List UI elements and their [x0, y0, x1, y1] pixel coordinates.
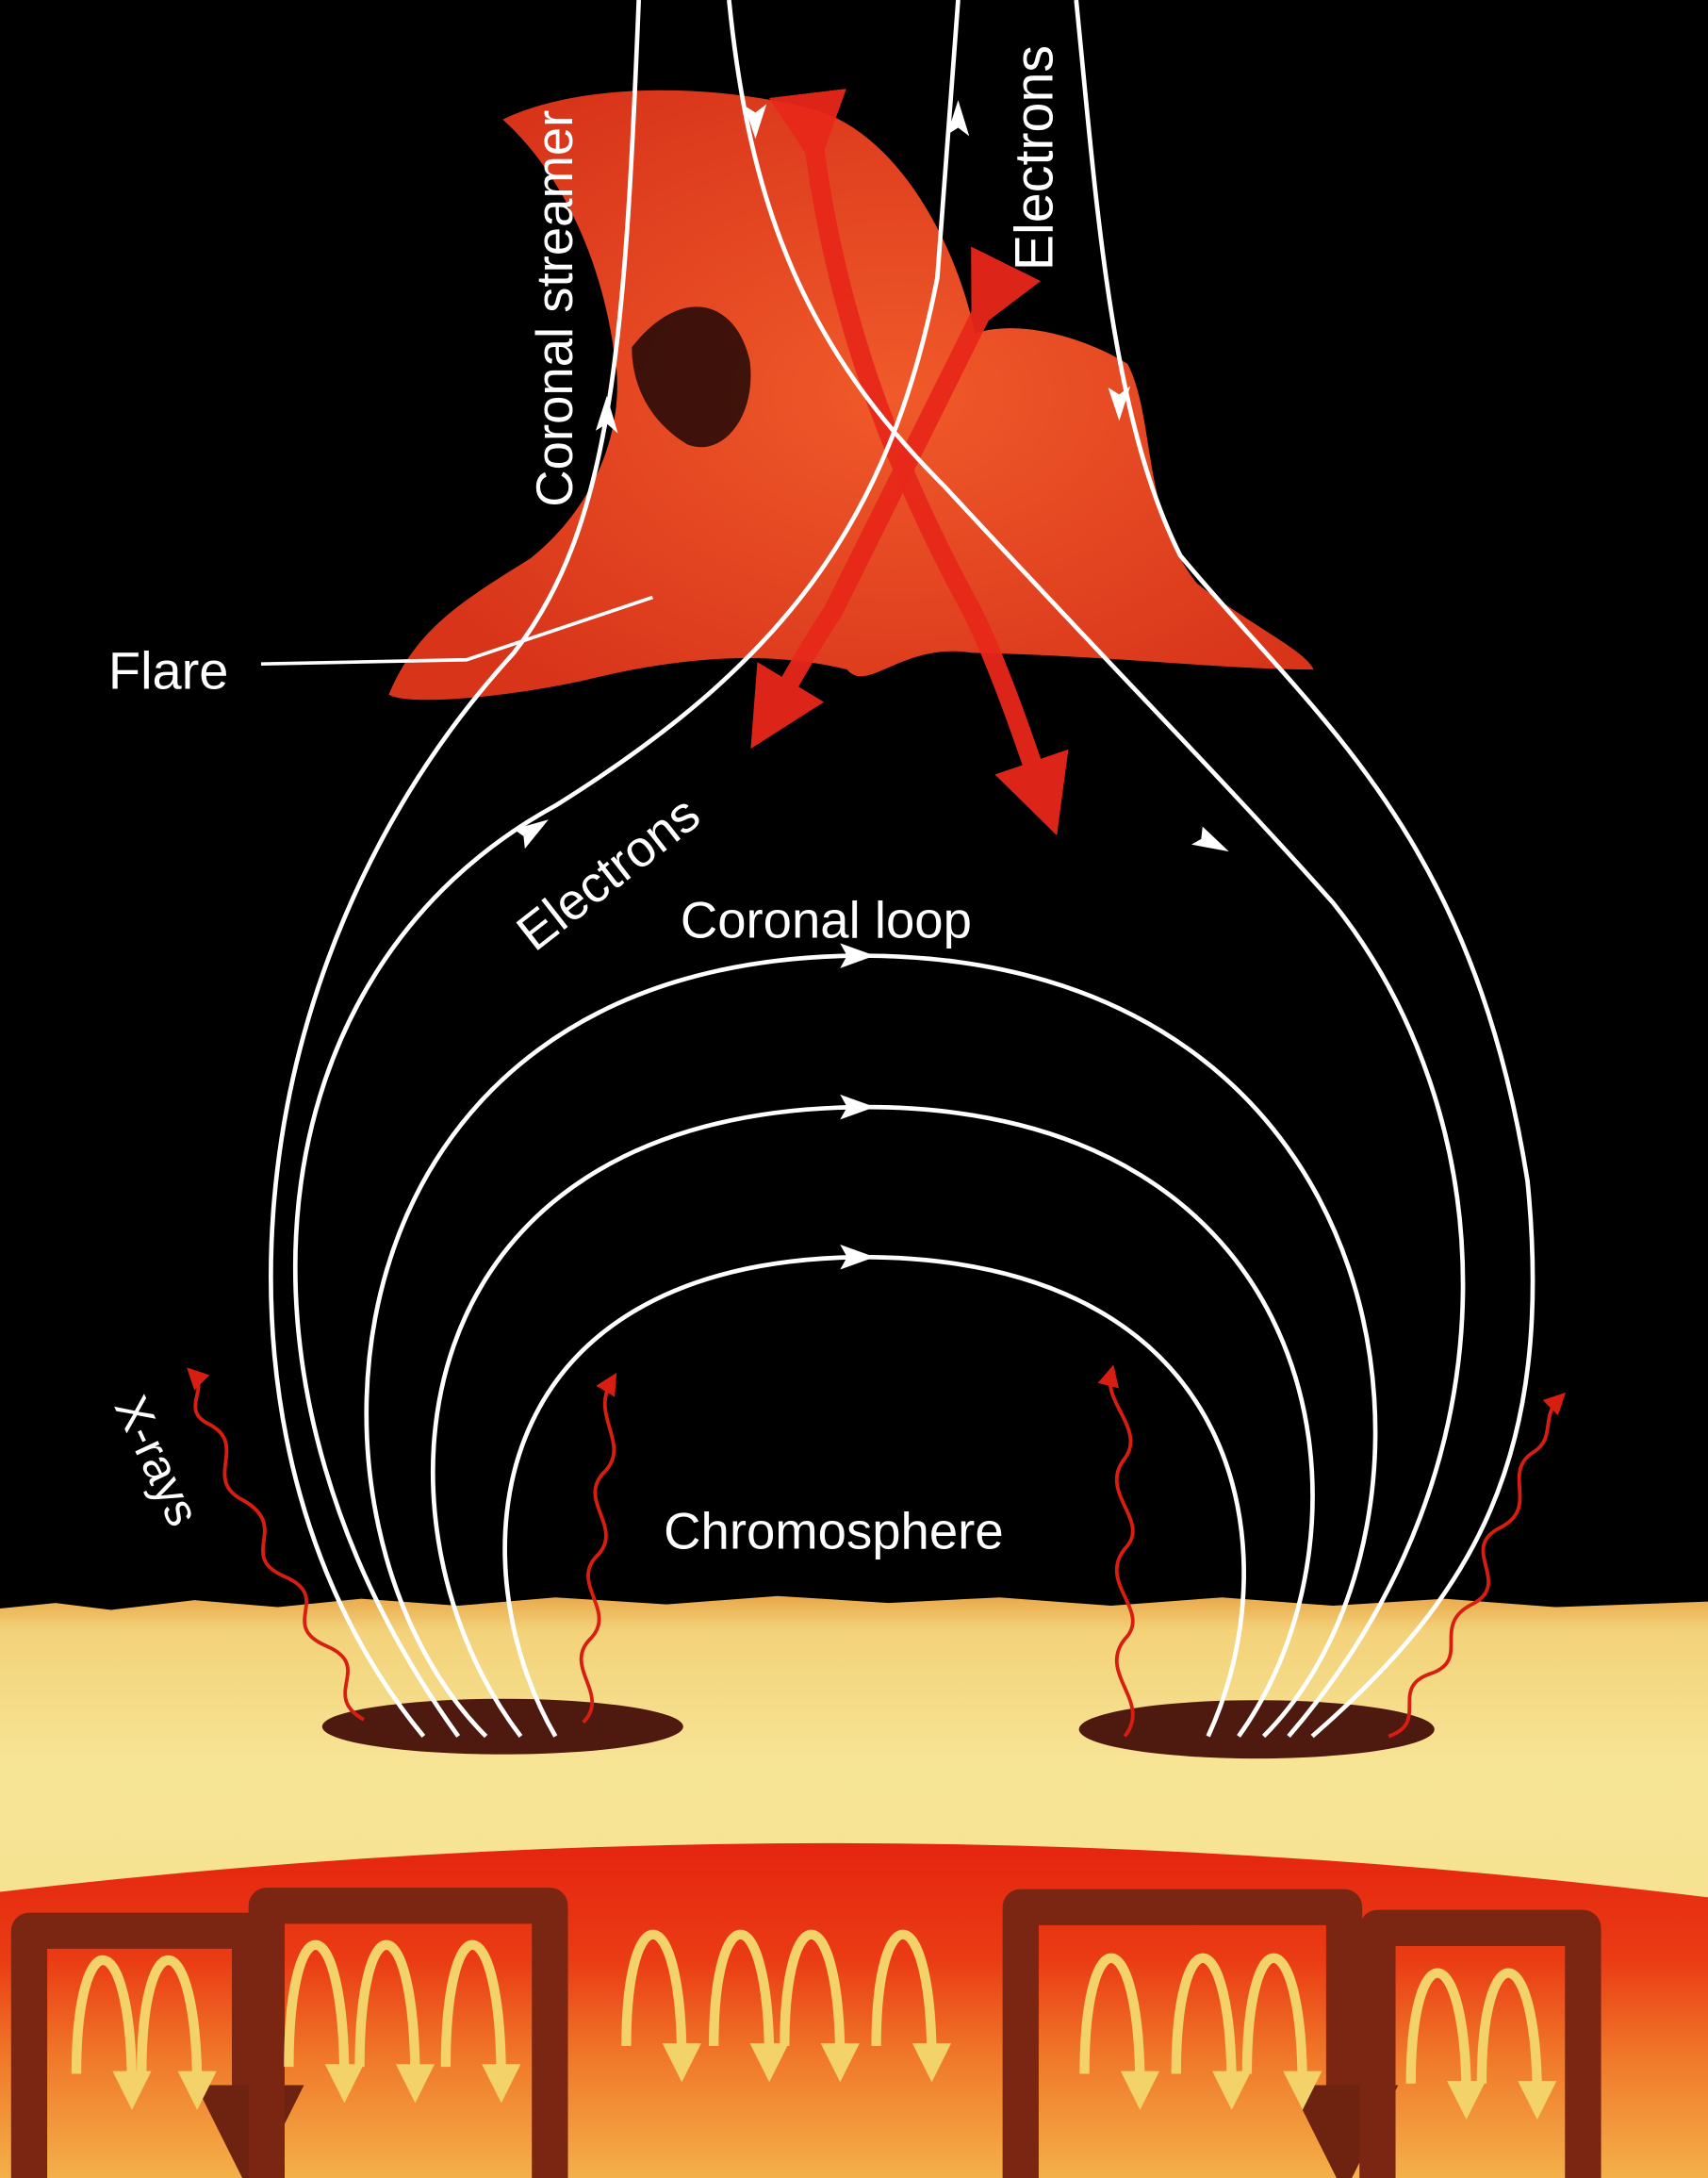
x-ray-wave [187, 1367, 365, 1722]
convection-cell [1359, 1909, 1601, 2178]
arrow-right-icon [840, 1094, 876, 1120]
flare-leader-line [260, 595, 653, 667]
x-ray-wave [579, 1372, 617, 1724]
sunspot-left [321, 1698, 683, 1755]
convection-flow-arrow [621, 1929, 701, 2083]
convection-cells [10, 1888, 1601, 2178]
field-direction-arrows [514, 100, 1229, 1270]
label-chromosphere: Chromosphere [664, 1503, 1003, 1560]
x-ray-emissions [187, 1364, 1567, 1739]
arrow-up-icon [946, 100, 970, 137]
field-line-open-2 [269, 0, 642, 1739]
convection-flow-arrow [1476, 1968, 1557, 2120]
field-line-open-4 [1074, 0, 1536, 1739]
arrow-down-icon [1108, 386, 1131, 421]
convection-flows [71, 1929, 1557, 2120]
convection-flow-arrow [1079, 1953, 1160, 2110]
label-coronal-streamer: Coronal streamer [526, 110, 583, 507]
convection-flow-arrow [1171, 1953, 1252, 2110]
arrow-up-right-icon [514, 819, 549, 850]
convection-flow-arrow [1405, 1968, 1486, 2120]
field-line-open-1 [292, 0, 961, 1738]
convection-cell [248, 1888, 568, 2178]
arrow-up-icon [595, 395, 618, 434]
convection-flow-arrow [284, 1939, 364, 2104]
convection-cell [1002, 1889, 1399, 2178]
label-coronal-loop: Coronal loop [681, 891, 972, 949]
label-electrons-top: Electrons [1005, 45, 1065, 271]
label-flare: Flare [108, 641, 229, 701]
convection-flow-arrow [709, 1929, 789, 2083]
convection-flow-arrow [780, 1929, 860, 2083]
convection-flow-arrow [137, 1955, 217, 2110]
x-ray-wave [1097, 1364, 1135, 1738]
field-line-open-3 [727, 0, 1466, 1739]
convection-flow-arrow [440, 1939, 521, 2104]
flare-shadow [632, 306, 751, 448]
arrow-right-icon [840, 943, 876, 968]
arrow-right-icon [840, 1245, 876, 1270]
arrow-down-icon [744, 104, 767, 140]
electron-arrow-up-down [750, 246, 1042, 750]
convection-flow-arrow [1241, 1953, 1322, 2110]
convection-flow-arrow [354, 1939, 435, 2104]
convection-flow-arrow [871, 1929, 952, 2083]
x-ray-wave [1388, 1392, 1567, 1739]
arrow-down-right-icon [1191, 826, 1229, 852]
sunspot-right [1078, 1700, 1435, 1759]
convection-flow-arrow [71, 1955, 152, 2110]
